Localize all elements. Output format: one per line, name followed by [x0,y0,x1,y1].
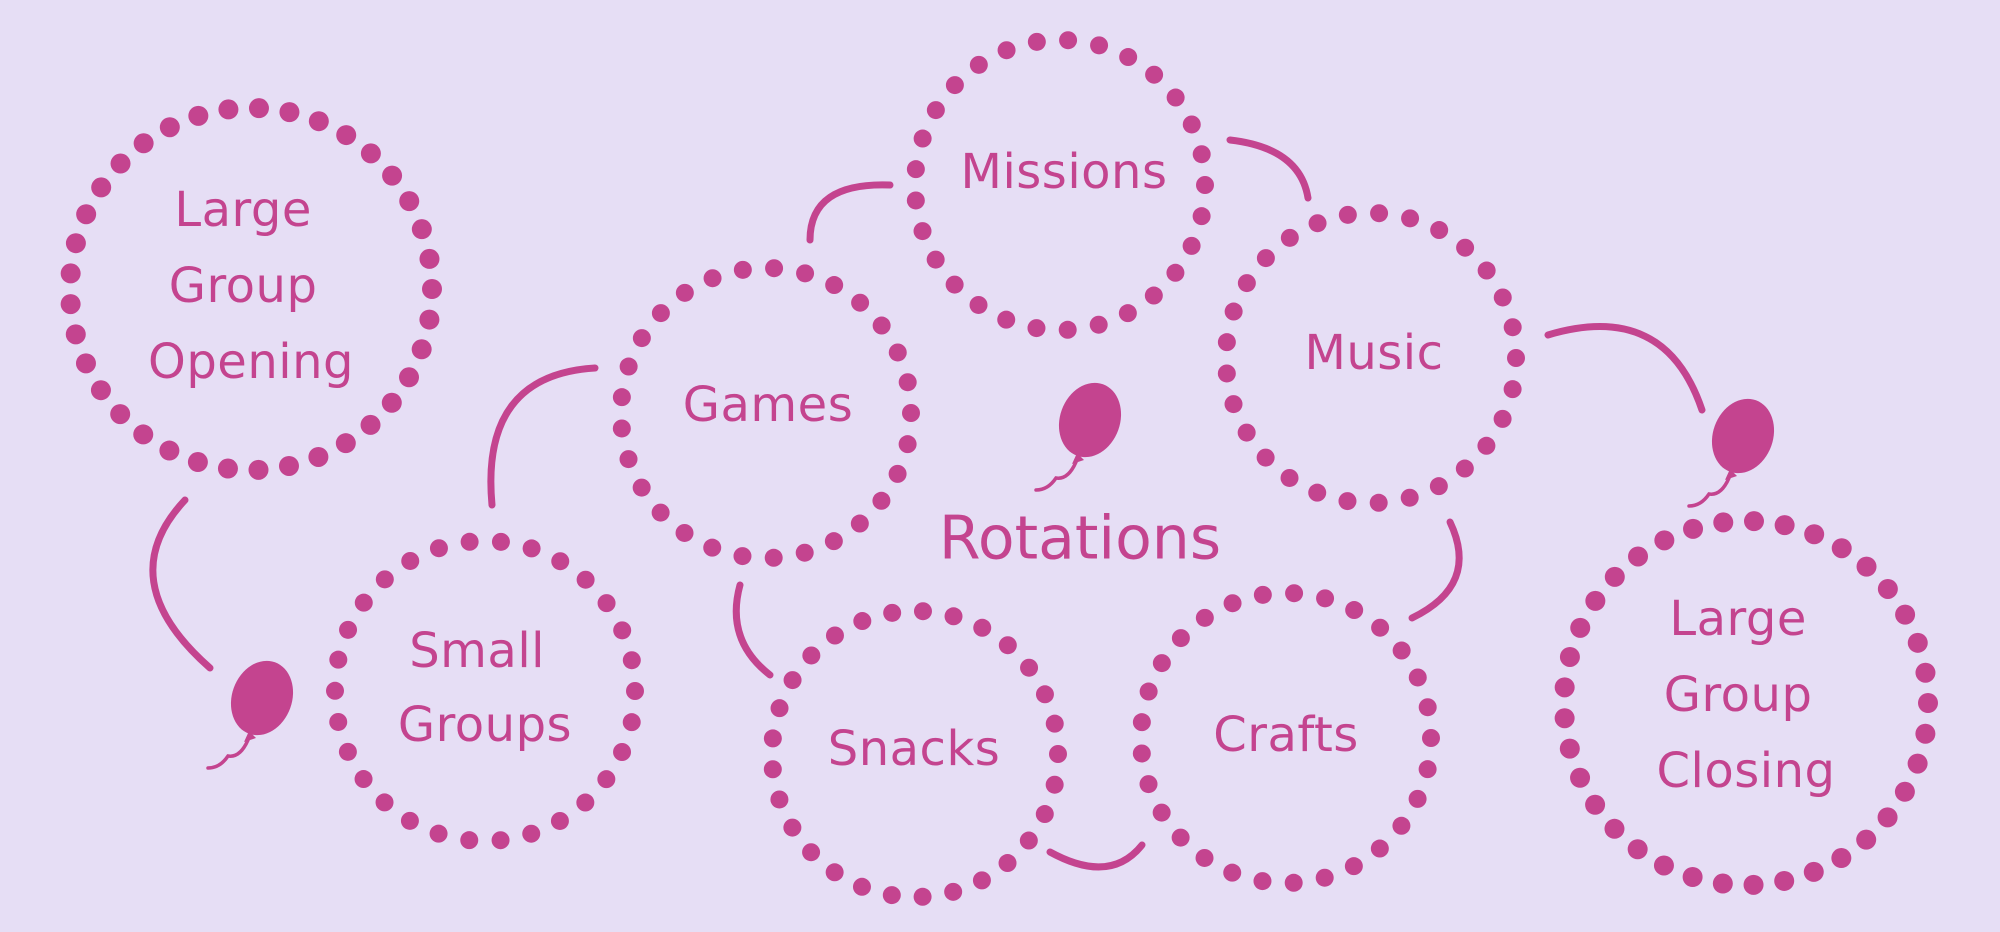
connectors [149,136,1706,871]
connector-snacks-to-crafts [1046,841,1146,871]
node-label-missions: Missions [961,144,1168,200]
ring-missions [906,31,1214,339]
ring-music [1217,204,1525,512]
ring-large-group-opening [60,98,442,480]
node-label-music: Music [1304,325,1443,381]
connector-small-groups-to-games [487,364,599,509]
node-labels: Large Group Opening Small Groups Games M… [148,144,1835,799]
connector-games-to-missions [806,181,894,244]
node-label-small-groups: Small Groups [398,623,572,753]
node-label-crafts: Crafts [1213,707,1359,763]
connector-missions-to-music [1226,136,1312,202]
balloon-icon [1034,382,1122,492]
ring-games [612,259,920,567]
connector-music-to-closing [1544,323,1706,414]
connector-opening-to-small-groups [149,496,214,672]
ring-crafts [1132,584,1440,892]
node-label-large-group-closing: Large Group Closing [1657,591,1836,799]
connector-music-to-crafts [1408,518,1463,622]
balloon-icon [1687,398,1775,508]
connector-games-to-snacks [732,581,774,679]
diagram-title: Rotations [939,504,1221,574]
node-rings [60,31,1938,906]
ring-small-groups [326,532,644,850]
node-label-snacks: Snacks [828,721,1001,777]
ring-large-group-closing [1554,511,1938,895]
node-label-large-group-opening: Large Group Opening [148,182,354,390]
balloons [206,382,1775,770]
balloon-icon [206,660,294,770]
ring-snacks [763,602,1067,906]
node-label-games: Games [683,377,853,433]
